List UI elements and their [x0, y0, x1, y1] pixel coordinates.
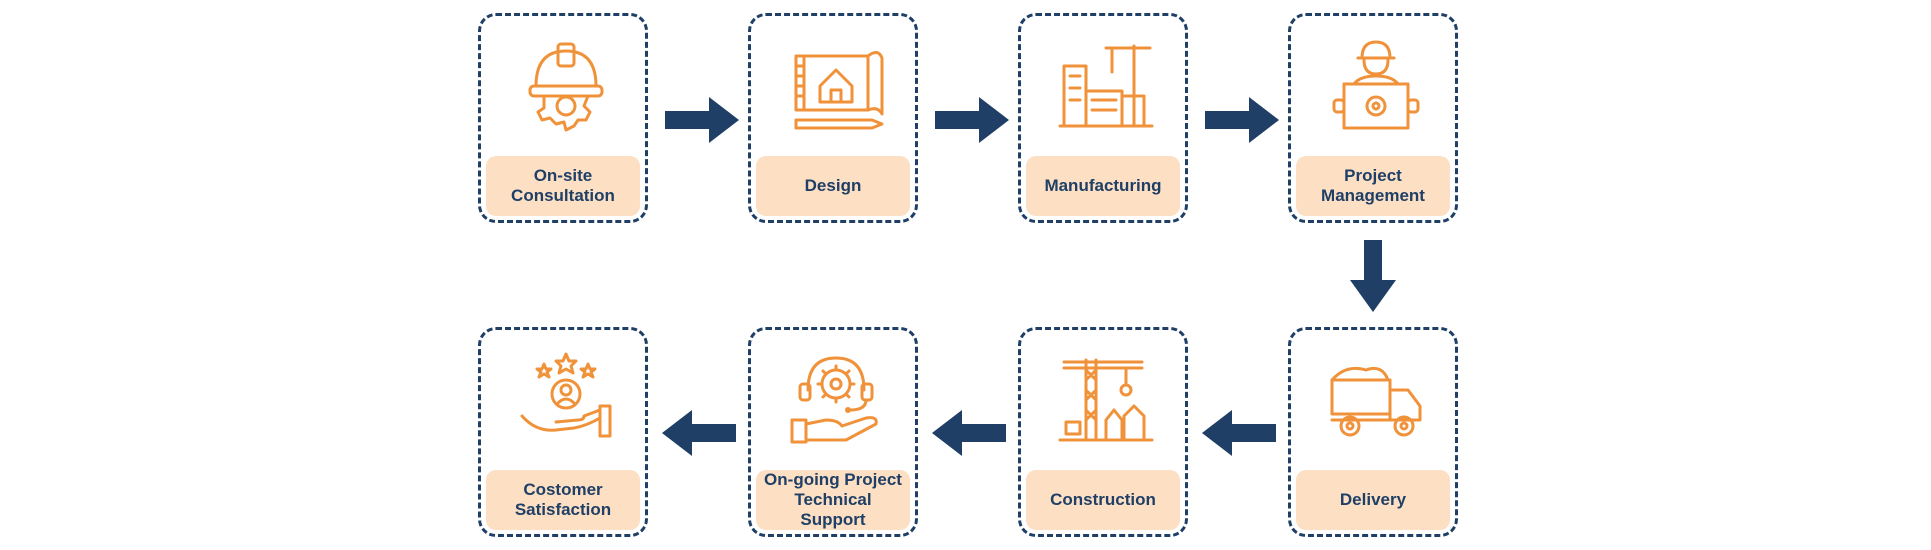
hard-hat-gear-icon — [528, 42, 604, 132]
arrow-down-icon — [1350, 240, 1396, 312]
step-card-manufacturing: Manufacturing — [1018, 13, 1188, 223]
customer-stars-hand-icon — [520, 352, 612, 438]
step-card-project-management: Project Management — [1288, 13, 1458, 223]
tower-crane-icon — [1058, 358, 1154, 442]
arrow-left-icon — [932, 410, 1006, 456]
step-label: Costomer Satisfaction — [486, 470, 640, 530]
factory-crane-icon — [1058, 44, 1154, 128]
step-label: On-site Consultation — [486, 156, 640, 216]
step-label: Delivery — [1296, 470, 1450, 530]
step-card-delivery: Delivery — [1288, 327, 1458, 537]
dump-truck-icon — [1330, 366, 1422, 437]
arrow-right-icon — [1205, 97, 1279, 143]
step-card-design: Design — [748, 13, 918, 223]
arrow-left-icon — [662, 410, 736, 456]
step-card-on-site-consultation: On-site Consultation — [478, 13, 648, 223]
arrow-left-icon — [1202, 410, 1276, 456]
step-label: Manufacturing — [1026, 156, 1180, 216]
engineer-board-icon — [1332, 40, 1420, 130]
step-card-construction: Construction — [1018, 327, 1188, 537]
arrow-right-icon — [935, 97, 1009, 143]
step-label: Project Management — [1296, 156, 1450, 216]
step-label: On-going Project Technical Support — [756, 470, 910, 530]
step-card-technical-support: On-going Project Technical Support — [748, 327, 918, 537]
step-label: Design — [756, 156, 910, 216]
step-card-customer-satisfaction: Costomer Satisfaction — [478, 327, 648, 537]
support-headset-gear-icon — [790, 356, 878, 444]
arrow-right-icon — [665, 97, 739, 143]
step-label: Construction — [1026, 470, 1180, 530]
blueprint-house-icon — [794, 51, 884, 130]
